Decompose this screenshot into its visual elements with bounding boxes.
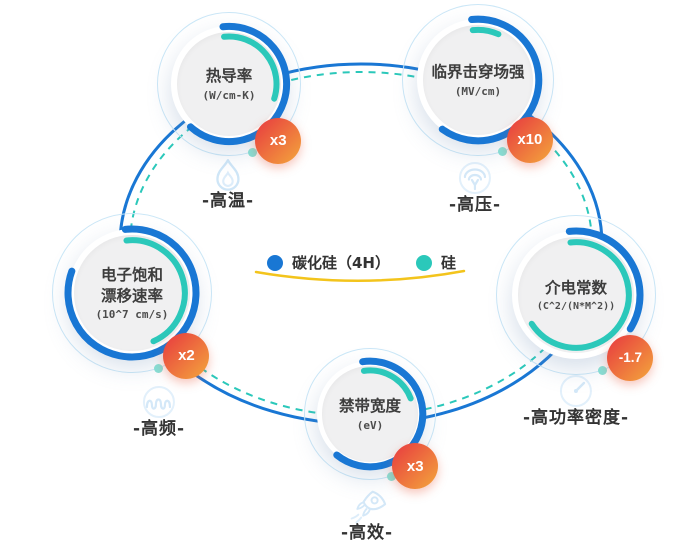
multiplier-badge: x3 [392, 443, 439, 490]
junction-dot [498, 147, 508, 157]
gauge-text: 临界击穿场强 (MV/cm) [423, 25, 532, 134]
rocket-icon [350, 490, 387, 524]
gauge-title-line2: 漂移速率 [100, 286, 163, 305]
legend-label-si: 硅 [441, 254, 457, 272]
junction-dot [153, 364, 163, 374]
gauge-title: 热导率 [205, 67, 253, 86]
gauge-arcs [333, 357, 427, 471]
keyword-high-power-density: -高功率密度- [523, 371, 629, 428]
halo-ring [402, 4, 554, 156]
gauge-title: 电子饱和 [100, 266, 163, 285]
gauge-text: 介电常数 (C^2/(N*M^2)) [518, 237, 633, 352]
gauge-arcs [438, 15, 543, 145]
gauge-inner-disc [423, 25, 533, 135]
meter-icon [560, 375, 592, 407]
gauge-arcs [186, 22, 291, 146]
legend: 碳化硅（4H） 硅 [267, 252, 456, 273]
keyword-label: -高温- [201, 191, 255, 211]
gauge-electron-saturation-drift-velocity: 电子饱和 漂移速率 (10^7 cm/s) x2 [52, 213, 212, 379]
halo-ring [52, 213, 212, 373]
gauge-thermal-conductivity: 热导率 (W/cm-K) x3 [157, 12, 302, 164]
keyword-high-voltage: -高压- [449, 158, 501, 215]
legend-item-sic: 碳化硅（4H） [267, 252, 390, 273]
keyword-high-temperature: -高温- [202, 156, 254, 211]
keyword-label: -高频- [132, 419, 186, 439]
gauge-unit: (10^7 cm/s) [95, 307, 169, 321]
legend-dot-sic [267, 254, 283, 271]
gauge-text: 热导率 (W/cm-K) [177, 32, 281, 136]
junction-dot [386, 471, 396, 481]
multiplier-badge: x3 [255, 117, 302, 164]
keyword-high-efficiency: -高效- [341, 486, 393, 543]
wave-icon [143, 386, 175, 418]
legend-dot-si [416, 254, 432, 271]
flame-icon [216, 159, 240, 191]
voltage-icon [459, 162, 491, 194]
gauge-bandgap-width: 禁带宽度 (eV) x3 [304, 348, 439, 490]
gauge-title: 禁带宽度 [338, 397, 401, 416]
multiplier-badge: x2 [163, 332, 210, 379]
gauge-title: 介电常数 [544, 279, 607, 298]
gauge-unit: (eV) [356, 418, 384, 432]
keyword-label: -高压- [448, 195, 502, 215]
junction-dot [597, 366, 607, 376]
legend-underline [254, 269, 466, 282]
gauge-title: 临界击穿场强 [431, 63, 525, 82]
gauge-dielectric-constant: 介电常数 (C^2/(N*M^2)) -1.7 [496, 215, 656, 381]
halo-ring [157, 12, 301, 156]
gauge-text: 禁带宽度 (eV) [322, 366, 417, 461]
multiplier-badge: x10 [506, 116, 553, 163]
halo-ring [304, 348, 436, 480]
gauge-unit: (MV/cm) [454, 84, 502, 98]
keyword-label: -高功率密度- [522, 408, 630, 428]
legend-label-sic: 碳化硅（4H） [292, 254, 390, 272]
keyword-high-frequency: -高频- [133, 382, 185, 439]
gauge-critical-breakdown-field: 临界击穿场强 (MV/cm) x10 [402, 4, 554, 163]
junction-dot [247, 147, 257, 157]
multiplier-badge: -1.7 [607, 334, 654, 381]
gauge-unit: (C^2/(N*M^2)) [536, 300, 616, 312]
gauge-text: 电子饱和 漂移速率 (10^7 cm/s) [74, 235, 189, 350]
halo-ring [496, 215, 656, 375]
gauge-unit: (W/cm-K) [202, 88, 256, 102]
legend-item-si: 硅 [416, 252, 456, 273]
gauge-arcs [528, 227, 644, 351]
keyword-label: -高效- [340, 523, 394, 543]
